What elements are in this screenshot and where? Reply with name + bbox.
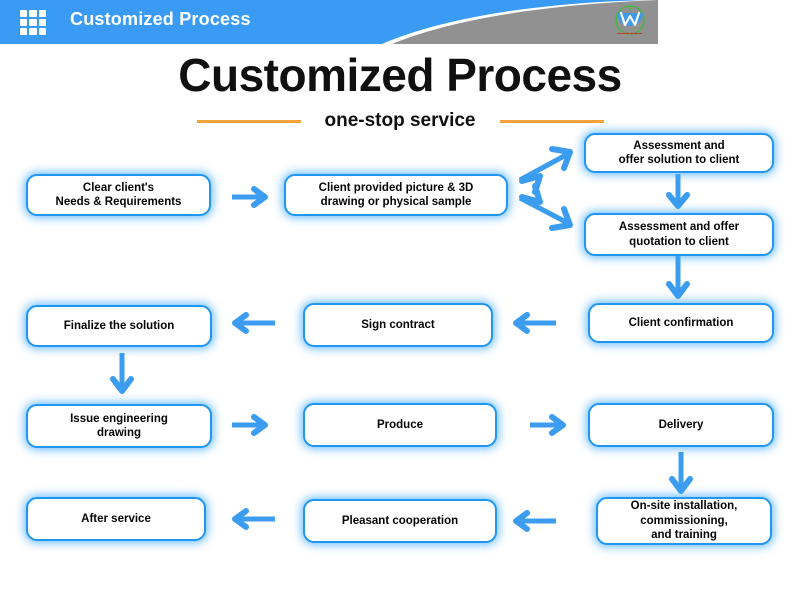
node-line: Client confirmation: [628, 316, 734, 329]
page-title: Customized Process: [178, 49, 622, 101]
header-blue-shape: [0, 0, 658, 44]
arrow-produce-to-delivery: [530, 414, 566, 436]
page-subtitle: one-stop service: [324, 110, 476, 131]
node-line: After service: [81, 512, 151, 525]
node-line: Issue engineering: [70, 412, 168, 425]
node-line: Clear client's: [82, 181, 155, 194]
arrow-delivery-to-onsite-install: [669, 452, 693, 494]
arrow-clear-needs-to-client-provided: [232, 186, 268, 208]
node-line: quotation to client: [629, 235, 729, 248]
node-clear-needs[interactable]: Clear client's Needs & Requirements: [26, 174, 211, 216]
node-line: drawing or physical sample: [320, 196, 472, 208]
node-line: Pleasant cooperation: [341, 514, 459, 527]
node-line: Client provided picture & 3D: [318, 181, 474, 194]
node-pleasant-coop[interactable]: Pleasant cooperation: [303, 499, 497, 543]
node-line: On-site installation,: [630, 500, 738, 513]
arrow-finalize-solution-to-issue-drawing: [110, 353, 134, 394]
arrow-client-provided-to-assessment-quote: [518, 183, 573, 231]
node-assessment-quote[interactable]: Assessment and offer quotation to client: [584, 213, 774, 256]
company-logo-icon: [615, 5, 645, 35]
node-finalize-solution[interactable]: Finalize the solution: [26, 305, 212, 347]
node-line: offer solution to client: [618, 154, 740, 166]
arrow-assessment-solution-to-assessment-quote: [666, 174, 690, 209]
node-line: and training: [651, 529, 717, 542]
rule-right: [499, 119, 604, 123]
arrow-issue-drawing-to-produce: [232, 414, 268, 436]
node-issue-drawing[interactable]: Issue engineering drawing: [26, 404, 212, 448]
node-after-service[interactable]: After service: [26, 497, 206, 541]
node-line: Assessment and: [633, 139, 725, 152]
subtitle-row: one-stop service: [0, 110, 800, 132]
node-sign-contract[interactable]: Sign contract: [303, 303, 493, 347]
arrow-assessment-quote-to-client-confirmation: [666, 256, 690, 299]
arrow-onsite-install-to-pleasant-coop: [513, 510, 556, 532]
node-line: drawing: [96, 427, 142, 439]
node-line: Assessment and offer: [618, 221, 740, 234]
node-onsite-install[interactable]: On-site installation, commissioning, and…: [596, 497, 772, 545]
header-title: Customized Process: [70, 9, 251, 29]
node-assessment-solution[interactable]: Assessment and offer solution to client: [584, 133, 774, 173]
grid-icon[interactable]: [20, 10, 46, 35]
arrow-client-provided-to-assessment-solution: [518, 146, 573, 195]
header-bar: Customized Process ▬▬▬▬▬▬: [0, 0, 658, 44]
arrow-sign-contract-to-finalize-solution: [232, 312, 275, 334]
arrow-pleasant-coop-to-after-service: [232, 508, 275, 530]
node-client-confirmation[interactable]: Client confirmation: [588, 303, 774, 343]
node-line: Delivery: [658, 418, 704, 431]
company-logo-caption: ▬▬▬▬▬▬: [617, 31, 643, 35]
node-line: commissioning,: [640, 514, 728, 527]
node-line: Produce: [376, 418, 423, 431]
node-client-provided[interactable]: Client provided picture & 3D drawing or …: [284, 174, 508, 216]
rule-left: [196, 119, 301, 123]
node-line: Finalize the solution: [63, 319, 175, 332]
node-line: Sign contract: [361, 318, 435, 331]
node-delivery[interactable]: Delivery: [588, 403, 774, 447]
node-produce[interactable]: Produce: [303, 403, 497, 447]
node-line: Needs & Requirements: [55, 196, 182, 208]
arrow-client-confirmation-to-sign-contract: [513, 312, 556, 334]
